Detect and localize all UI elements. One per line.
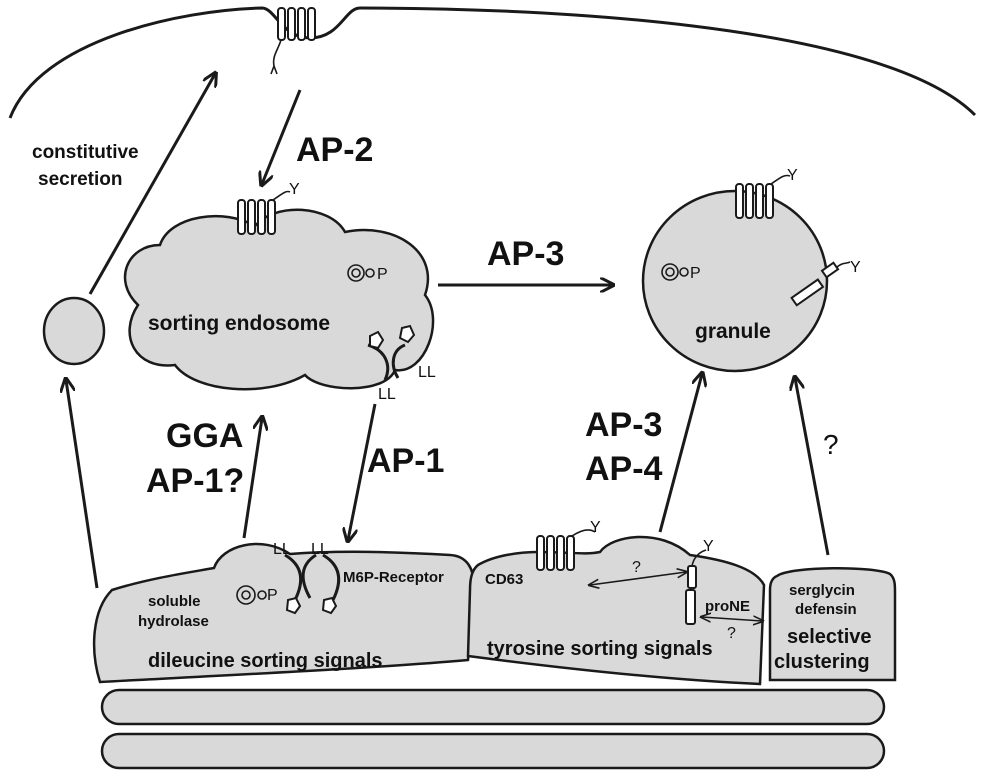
arrow-ap3-ap4 — [658, 374, 702, 533]
granule-y-small: Y — [850, 259, 861, 276]
arrow-ap2 — [262, 89, 302, 184]
selective-compartment — [768, 566, 897, 682]
nucleus-bar-top — [100, 688, 886, 726]
dileucine-compartment — [92, 542, 476, 684]
dileucine-p-label: P — [267, 587, 278, 604]
granule-y-label: Y — [787, 167, 798, 184]
endosome-y-label: Y — [289, 181, 300, 198]
prone-label: proNE — [705, 598, 750, 615]
tyrosine-label: tyrosine sorting signals — [487, 638, 713, 660]
endosome-ligand — [347, 264, 375, 282]
endosome-ll-right: LL — [418, 364, 436, 381]
dileucine-ll-left: LL — [273, 541, 291, 558]
cd63-receptor — [536, 529, 596, 571]
plasma-membrane — [8, 6, 977, 119]
serglycin-label: serglycin — [789, 582, 855, 599]
granule-p-label: P — [690, 265, 701, 282]
question-right-label: ? — [823, 429, 839, 460]
endosome-m6p-receptors — [367, 324, 416, 381]
granule-label: granule — [695, 320, 771, 343]
arrow-ap1 — [348, 403, 377, 540]
clustering-label: clustering — [774, 651, 870, 673]
endosome-receptor — [237, 190, 291, 235]
dileucine-m6p-receptors — [284, 553, 341, 615]
dileucine-label: dileucine sorting signals — [148, 650, 383, 672]
dileucine-ll-right: LL — [311, 541, 329, 558]
question-small-2: ? — [727, 625, 736, 642]
question-small-1: ? — [632, 559, 641, 576]
prone-selective-interaction — [702, 617, 762, 621]
ap2-label: AP-2 — [296, 131, 373, 169]
arrow-selective — [795, 378, 830, 556]
m6p-receptor-label: M6P-Receptor — [343, 569, 444, 586]
arrow-to-vesicle — [66, 380, 99, 589]
defensin-label: defensin — [795, 601, 857, 618]
ap1-question-label: AP-1? — [146, 462, 244, 500]
prone-molecule — [685, 549, 707, 625]
gga-label: GGA — [166, 417, 243, 455]
endosome-p-label: P — [377, 266, 388, 283]
nucleus-bar-bottom — [100, 732, 886, 770]
soluble-label: soluble — [148, 593, 201, 610]
ap3-right-label: AP-3 — [585, 406, 662, 444]
cd63-y-label: Y — [590, 519, 601, 536]
granule-shape — [641, 189, 829, 373]
hydrolase-label: hydrolase — [138, 613, 209, 630]
arrow-gga — [242, 418, 262, 539]
granule-receptor — [735, 174, 791, 219]
membrane-receptor — [270, 7, 316, 75]
constitutive-label-1: constitutive — [32, 142, 139, 163]
ap1-label: AP-1 — [367, 442, 444, 480]
arrow-constitutive — [88, 74, 215, 295]
granule-ligand — [661, 263, 689, 281]
selective-label: selective — [787, 626, 872, 648]
prone-y-label: Y — [703, 538, 714, 555]
sorting-endosome-label: sorting endosome — [148, 312, 330, 335]
ap3-top-label: AP-3 — [487, 235, 564, 273]
cd63-prone-interaction — [590, 572, 686, 585]
endosome-ll-left: LL — [378, 386, 396, 403]
granule-prone — [790, 261, 851, 307]
ap4-label: AP-4 — [585, 450, 663, 488]
constitutive-vesicle — [42, 296, 106, 366]
dileucine-ligand — [236, 585, 267, 605]
cd63-label: CD63 — [485, 571, 523, 588]
constitutive-label-2: secretion — [38, 169, 122, 190]
